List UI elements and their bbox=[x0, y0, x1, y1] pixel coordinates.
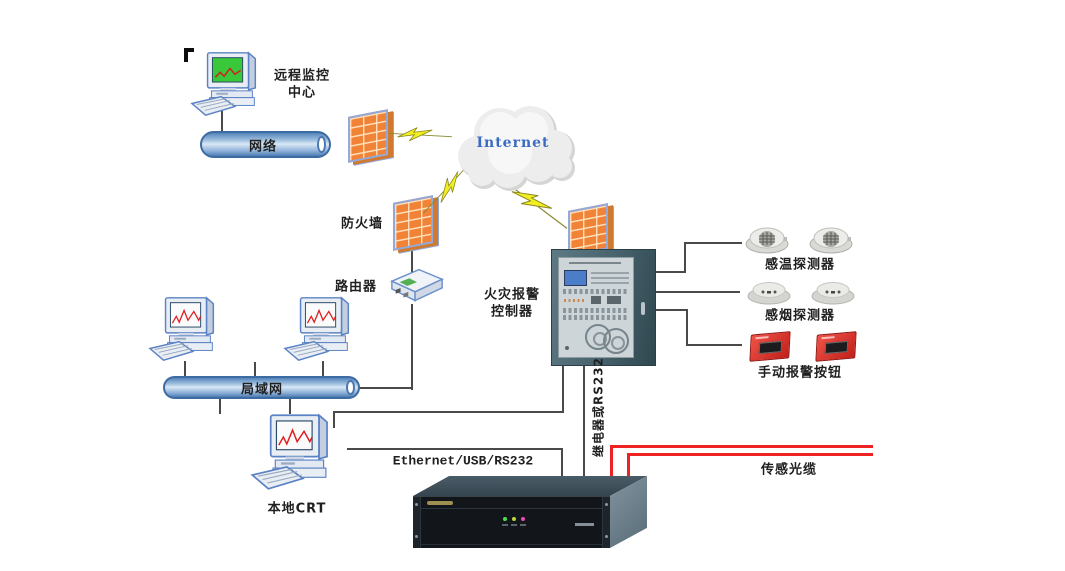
manual-call-point-icon bbox=[749, 331, 791, 362]
remote-computer-icon bbox=[190, 50, 268, 118]
connector-line bbox=[357, 387, 413, 389]
detector-line bbox=[650, 271, 686, 273]
heat-detector-label: 感温探测器 bbox=[764, 257, 836, 273]
ethernet-line bbox=[561, 448, 563, 478]
fiber-cable-line bbox=[627, 454, 630, 478]
connector-line bbox=[219, 395, 221, 414]
dts-device-front bbox=[413, 496, 610, 548]
device-model-text bbox=[575, 523, 594, 526]
detector-line bbox=[650, 291, 740, 293]
controller-label-line1: 火灾报警 bbox=[483, 287, 541, 303]
lan-bus-label: 局域网 bbox=[240, 382, 284, 398]
detector-line bbox=[650, 309, 688, 311]
connector-line bbox=[411, 304, 413, 390]
fiber-cable-line bbox=[610, 445, 873, 448]
controller-door-handle bbox=[641, 302, 645, 315]
relay-line bbox=[583, 362, 585, 478]
fire-alarm-controller bbox=[551, 249, 656, 366]
connector-line bbox=[221, 111, 223, 132]
heat-detector-icon bbox=[808, 225, 854, 255]
remote-center-label-line2: 中心 bbox=[287, 85, 317, 101]
smoke-detector-label: 感烟探测器 bbox=[764, 308, 836, 324]
connector-line bbox=[289, 395, 291, 414]
router-label: 路由器 bbox=[334, 279, 378, 295]
detector-line bbox=[684, 242, 686, 273]
smoke-detector-icon bbox=[810, 279, 856, 305]
fiber-link-label: 传感光缆 bbox=[760, 462, 818, 478]
router-icon bbox=[388, 265, 446, 309]
connector-line bbox=[333, 411, 564, 413]
controller-lcd bbox=[564, 270, 587, 286]
manual-button-label: 手动报警按钮 bbox=[757, 365, 843, 381]
workstation-icon bbox=[148, 295, 226, 363]
connector-line bbox=[184, 361, 186, 378]
internet-label: Internet bbox=[476, 135, 550, 151]
smoke-detector-icon bbox=[746, 279, 792, 305]
relay-link-label: 继电器或RS232 bbox=[591, 357, 606, 457]
network-bus bbox=[200, 131, 331, 158]
network-bus-label: 网络 bbox=[248, 139, 278, 155]
corner-artifact bbox=[184, 48, 188, 62]
detector-line bbox=[686, 309, 688, 346]
status-led-green bbox=[503, 517, 507, 521]
dts-device-top bbox=[413, 476, 647, 496]
status-led-magenta bbox=[521, 517, 525, 521]
detector-line bbox=[686, 344, 742, 346]
heat-detector-icon bbox=[744, 225, 790, 255]
connector-line bbox=[322, 361, 324, 378]
fiber-cable-line bbox=[627, 453, 873, 456]
controller-panel bbox=[558, 257, 634, 358]
dts-device bbox=[413, 476, 647, 548]
remote-center-label-line1: 远程监控 bbox=[273, 68, 331, 84]
connector-line bbox=[411, 251, 413, 273]
firewall-label: 防火墙 bbox=[340, 216, 384, 232]
connector-line bbox=[333, 411, 335, 428]
connector-line bbox=[254, 362, 256, 378]
connector-line bbox=[562, 362, 564, 413]
detector-line bbox=[684, 242, 742, 244]
local-crt-label: 本地CRT bbox=[267, 501, 327, 517]
device-logo bbox=[427, 501, 453, 505]
local-crt-computer-icon bbox=[250, 410, 342, 494]
lan-bus bbox=[163, 376, 360, 399]
workstation-icon bbox=[283, 295, 361, 363]
status-led-yellow bbox=[512, 517, 516, 521]
manual-call-point-icon bbox=[815, 331, 857, 362]
ethernet-link-label: Ethernet/USB/RS232 bbox=[392, 453, 534, 469]
ethernet-line bbox=[347, 448, 563, 450]
controller-label-line2: 控制器 bbox=[490, 304, 534, 320]
firewall-top-icon bbox=[348, 109, 388, 163]
controller-bell bbox=[603, 328, 629, 354]
fiber-cable-line bbox=[610, 446, 613, 478]
corner-artifact bbox=[184, 48, 194, 52]
